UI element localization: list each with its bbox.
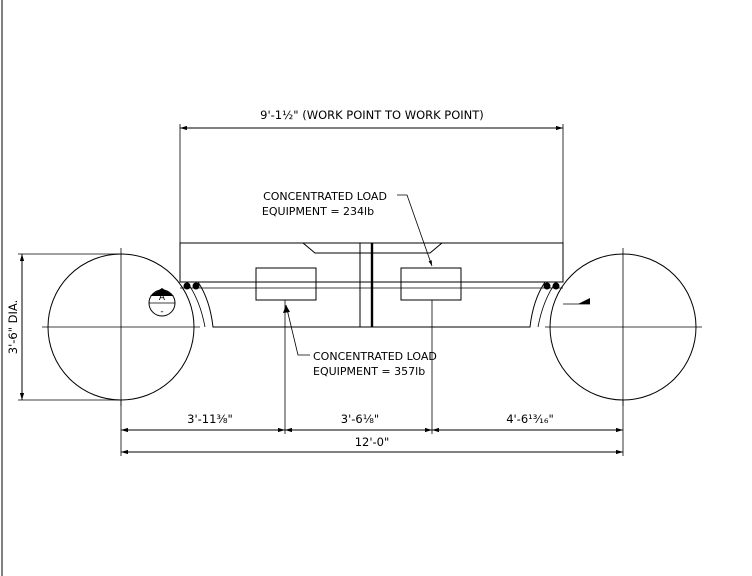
overall-dimension: 12'-0" [121,435,623,455]
work-point-dimension: 9'-1½" (WORK POINT TO WORK POINT) [179,108,564,252]
segment-dimensions: 3'-11⅜" 3'-6⅛" 4'-6¹³⁄₁₆" [121,412,623,433]
work-point-dimension-text: 9'-1½" (WORK POINT TO WORK POINT) [260,108,484,122]
middle-segment-text: 3'-6⅛" [341,412,379,426]
left-pier-circle [42,248,200,406]
upper-load-line1: CONCENTRATED LOAD [263,190,387,203]
section-marker-letter: A [159,293,166,303]
upper-load-note: CONCENTRATED LOAD EQUIPMENT = 234lb [262,190,433,267]
overall-dimension-text: 12'-0" [355,435,390,449]
lower-load-line2: EQUIPMENT = 357lb [313,365,425,378]
left-segment-text: 3'-11⅜" [187,412,233,426]
lower-load-line1: CONCENTRATED LOAD [313,350,437,363]
right-equipment-box [400,267,462,301]
diameter-text: 3'-6" DIA. [6,300,20,354]
upper-load-line2: EQUIPMENT = 234lb [262,205,374,218]
section-marker: A - [148,288,176,317]
right-pier-circle [545,248,702,406]
diameter-dimension: 3'-6" DIA. [6,253,121,401]
lower-load-note: CONCENTRATED LOAD EQUIPMENT = 357lb [283,304,437,378]
section-marker-sheet: - [160,307,163,317]
left-equipment-box [255,267,317,301]
platform-section [179,242,564,328]
right-segment-text: 4'-6¹³⁄₁₆" [506,412,554,426]
